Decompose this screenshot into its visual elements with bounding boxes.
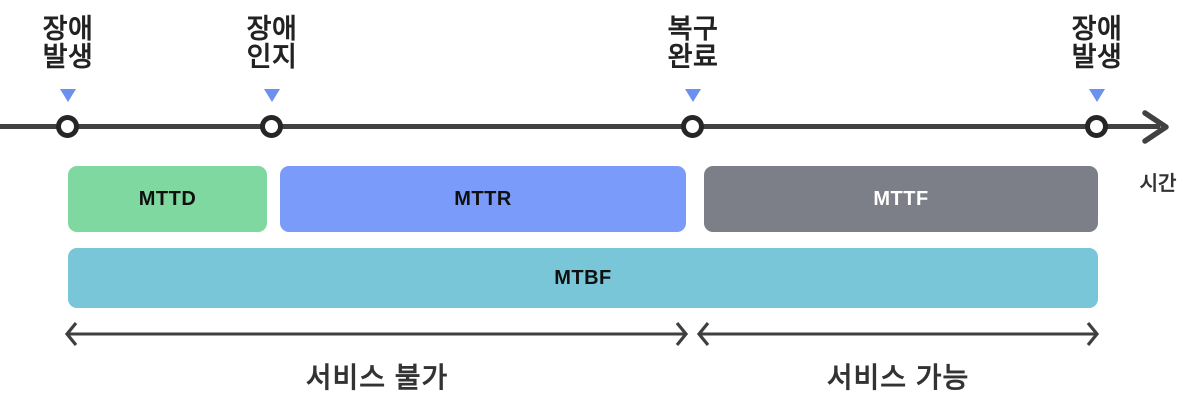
bar-mtbf-label: MTBF xyxy=(554,266,612,289)
event-label-recovery-complete: 복구 완료 xyxy=(623,15,763,71)
event-label-line: 장애 xyxy=(1071,14,1123,44)
event-label-line: 인지 xyxy=(246,42,298,72)
event-label-line: 장애 xyxy=(42,14,94,44)
timeline-node-failure-detected xyxy=(260,115,283,138)
event-triangle-icon xyxy=(685,89,701,102)
axis-label-time: 시간 xyxy=(1139,173,1177,195)
event-label-line: 발생 xyxy=(1071,42,1123,72)
bar-mttd: MTTD xyxy=(68,166,267,232)
bar-mttr-label: MTTR xyxy=(454,187,512,210)
event-label-failure-detected: 장애 인지 xyxy=(202,15,342,71)
bar-mtbf: MTBF xyxy=(68,248,1098,308)
bar-mttf: MTTF xyxy=(704,166,1098,232)
event-label-line: 완료 xyxy=(667,42,719,72)
range-label-service-unavailable: 서비스 불가 xyxy=(305,362,449,393)
timeline-node-recovery-complete xyxy=(681,115,704,138)
event-label-next-failure: 장애 발생 xyxy=(1027,15,1167,71)
timeline-node-failure-start xyxy=(56,115,79,138)
event-triangle-icon xyxy=(60,89,76,102)
timeline-arrowhead-icon xyxy=(1142,110,1169,144)
range-label-service-available: 서비스 가능 xyxy=(826,362,970,393)
bar-mttf-label: MTTF xyxy=(873,187,929,210)
bar-mttr: MTTR xyxy=(280,166,686,232)
event-label-line: 발생 xyxy=(42,42,94,72)
timeline-node-next-failure xyxy=(1085,115,1108,138)
event-label-failure-start: 장애 발생 xyxy=(0,15,138,71)
event-triangle-icon xyxy=(1089,89,1105,102)
range-arrow-service-available xyxy=(696,321,1100,347)
bar-mttd-label: MTTD xyxy=(138,187,197,210)
timeline-line xyxy=(0,124,1160,129)
range-arrow-service-unavailable xyxy=(64,321,689,347)
event-triangle-icon xyxy=(264,89,280,102)
event-label-line: 복구 xyxy=(667,14,719,44)
event-label-line: 장애 xyxy=(246,14,298,44)
